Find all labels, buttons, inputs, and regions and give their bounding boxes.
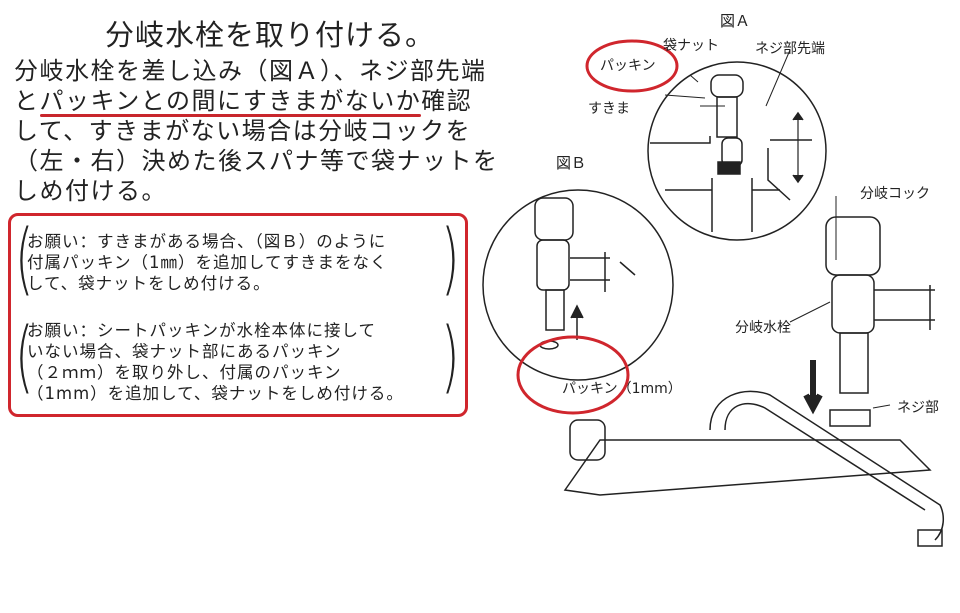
packing-text: パッキン [562,381,618,397]
instruction-line: しめ付ける。 [14,177,167,205]
paren-open: ( [15,312,34,402]
figure-a-caption: 図Ａ [720,12,751,30]
page-title: 分岐水栓を取り付ける。 [105,18,436,52]
packing-highlight-a [585,39,679,93]
main-faucet [563,216,945,547]
instruction-line: して、すきまがない場合は分岐コックを [14,117,472,145]
note-1: お願い：すきまがある場合、（図Ｂ）のように 付属パッキン（1㎜）を追加してすきま… [27,231,388,294]
paren-open: ( [15,214,34,304]
underlined-text: パッキンとの間にすきまがないか [39,87,422,115]
paren-close: ) [441,214,460,304]
packing-size: （1mm） [617,381,682,397]
note-line: いない場合、袋ナット部にあるパッキン [27,342,342,361]
note-line: お願い：シートパッキンが水栓本体に接して [27,321,377,340]
paren-close: ) [441,312,460,402]
label-gap: すきま [588,101,630,117]
label-thread: ネジ部 [897,400,939,416]
instruction-line: 分岐水栓を差し込み（図Ａ）、ネジ部先端 [14,57,487,85]
packing-highlight-b [516,335,630,415]
figure-b-detail [482,189,674,381]
instruction-text: と [14,87,40,115]
figure-a-detail [647,49,827,241]
label-branch-faucet: 分岐水栓 [735,320,791,336]
note-line: （２ｍｍ）を取り外し、付属のパッキン [27,363,342,382]
label-nut: 袋ナット [663,38,719,54]
instruction-line: とパッキンとの間にすきまがないか確認 [14,86,499,116]
label-branch-cock: 分岐コック [860,186,930,202]
note-line: お願い：すきまがある場合、（図Ｂ）のように [27,232,387,251]
label-packing-b: パッキン（1mm） [562,378,682,398]
note-2: お願い：シートパッキンが水栓本体に接して いない場合、袋ナット部にあるパッキン … [27,320,404,404]
instruction-line: （左・右）決めた後スパナ等で袋ナットを [14,147,499,175]
instruction-text: 確認 [421,87,473,115]
label-packing-a: パッキン [600,58,656,74]
note-line: （1mm）を追加して、袋ナットをしめ付ける。 [27,384,404,403]
instructions: 分岐水栓を差し込み（図Ａ）、ネジ部先端 とパッキンとの間にすきまがないか確認 し… [14,56,499,206]
figure-b-caption: 図Ｂ [556,154,587,172]
note-line: 付属パッキン（1㎜）を追加してすきまをなく [27,253,388,272]
note-line: して、袋ナットをしめ付ける。 [27,274,271,293]
label-thread-tip: ネジ部先端 [755,41,825,57]
notes-box: ( ) お願い：すきまがある場合、（図Ｂ）のように 付属パッキン（1㎜）を追加し… [8,213,468,417]
